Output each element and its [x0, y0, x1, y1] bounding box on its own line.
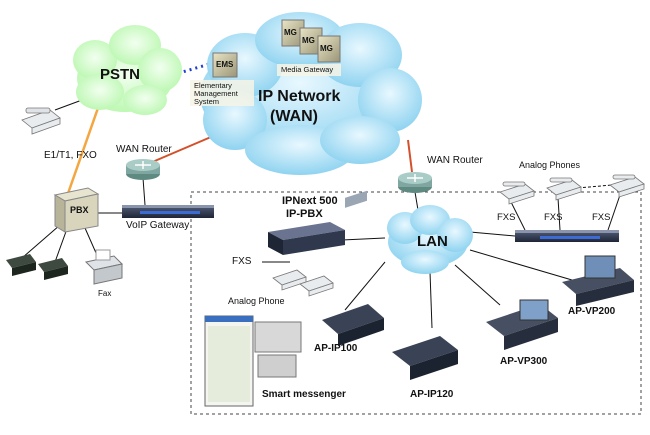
- media-gateway-label: Media Gateway: [281, 65, 334, 74]
- lan-label: LAN: [417, 233, 448, 250]
- wan-router-right: [398, 172, 432, 193]
- pbx-label: PBX: [70, 205, 89, 215]
- phone-pstn: [21, 107, 61, 135]
- ems-desc-1: Elementary: [194, 81, 232, 90]
- fax-label: Fax: [98, 289, 112, 298]
- link-lan-ip100: [344, 261, 386, 311]
- e1-fxo-label: E1/T1, FXO: [44, 150, 97, 161]
- link-pstn-pbx: [63, 107, 100, 203]
- ems-label: EMS: [216, 60, 234, 69]
- pstn-label: PSTN: [100, 66, 141, 83]
- smart-messenger-window: [204, 315, 302, 407]
- link-lan-vp300: [454, 264, 501, 306]
- link-router-gateway: [142, 177, 146, 206]
- link-wan-router-right: [407, 139, 413, 173]
- pbx-cabinet: [53, 187, 100, 233]
- phone-fxs-2: [299, 275, 334, 297]
- wan-router-right-label: WAN Router: [427, 155, 483, 166]
- wan-router-left: [126, 159, 160, 180]
- video-phone-ap-vp200: [562, 255, 634, 306]
- fxs-a-label: FXS: [497, 212, 516, 223]
- analog-phones-label: Analog Phones: [519, 160, 581, 170]
- voip-gateway-device: [122, 205, 214, 218]
- pstn-cloud: [73, 25, 182, 115]
- link-ippbx-lan: [341, 237, 386, 241]
- mg-label-2: MG: [302, 36, 315, 45]
- link-lan-vp200: [469, 249, 573, 281]
- media-gateway-stack: [277, 19, 341, 76]
- link-pbx-phones: [21, 224, 101, 263]
- smart-messenger-label: Smart messenger: [262, 389, 346, 400]
- ip-phone-ap-ip100: [322, 190, 384, 346]
- ip-pbx-device: [268, 222, 345, 255]
- phone-analog-b: [546, 177, 582, 201]
- phone-analog-c: [609, 174, 645, 198]
- phone-fxs-1: [272, 269, 307, 291]
- link-analog-dash: [577, 184, 613, 189]
- ipnext-label-line1: IPNext 500: [282, 195, 338, 207]
- link-router-lan: [414, 191, 419, 211]
- ems-server: [190, 52, 254, 106]
- ap-vp200-label: AP-VP200: [568, 306, 616, 317]
- fax-machine: [84, 249, 124, 285]
- link-fxs-b: [557, 197, 561, 231]
- fxs-b-label: FXS: [544, 212, 563, 223]
- phone-pbx-2: [38, 258, 68, 280]
- ap-vp300-label: AP-VP300: [500, 356, 548, 367]
- mg-label-1: MG: [284, 28, 297, 37]
- mg-label-3: MG: [320, 44, 333, 53]
- ip-phone-ap-ip120: [392, 336, 458, 380]
- voip-gateway-label: VoIP Gateway: [126, 220, 190, 231]
- wan-router-left-label: WAN Router: [116, 144, 172, 155]
- ap-ip100-label: AP-IP100: [314, 343, 358, 354]
- wan-label-line2: (WAN): [270, 108, 318, 125]
- phone-analog-a: [499, 181, 535, 205]
- ipnext-label-line2: IP-PBX: [286, 208, 323, 220]
- fxs-c-label: FXS: [592, 212, 611, 223]
- lan-cloud: [387, 205, 473, 274]
- analog-phone-label: Analog Phone: [228, 296, 285, 306]
- ap-ip120-label: AP-IP120: [410, 389, 454, 400]
- link-fxs-c: [607, 194, 621, 231]
- phone-pbx-1: [6, 254, 36, 276]
- ems-desc-3: System: [194, 97, 220, 106]
- wan-label-line1: IP Network: [258, 88, 341, 105]
- video-phone-ap-vp300: [486, 299, 558, 350]
- link-lan-ip120: [429, 271, 433, 329]
- analog-gateway-device: [515, 230, 619, 242]
- ems-desc-2: Management: [194, 89, 238, 98]
- fxs-left-label: FXS: [232, 256, 252, 267]
- link-pstn-phone: [54, 99, 83, 111]
- link-lan-analog-gw: [469, 231, 516, 237]
- link-fxs-a: [509, 199, 526, 231]
